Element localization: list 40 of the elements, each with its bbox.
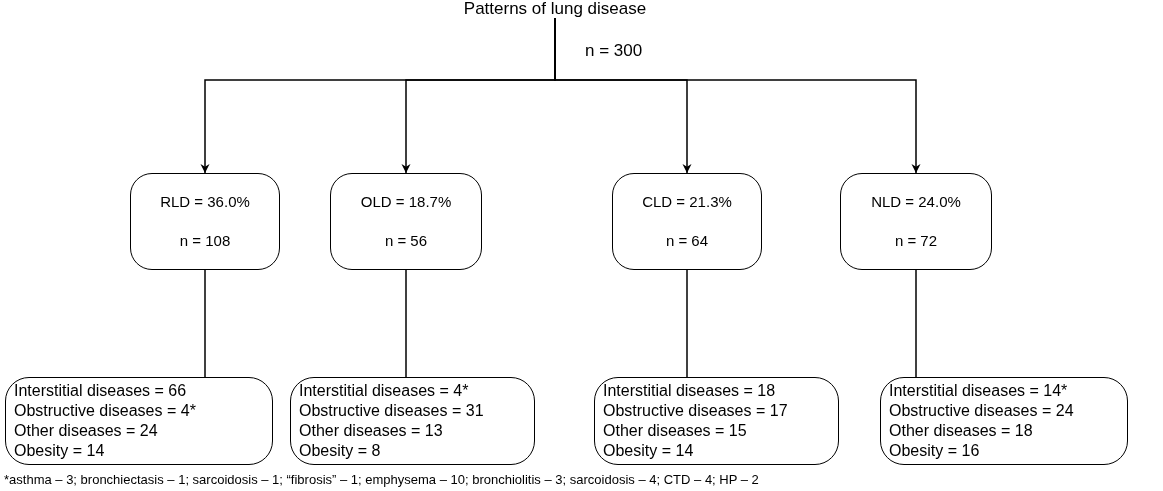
- count-text: n = 56: [384, 230, 428, 251]
- breakdown-text: Obesity = 14: [14, 441, 106, 461]
- category-box: [612, 173, 762, 270]
- count-text: n = 64: [665, 230, 709, 251]
- breakdown-text: Other diseases = 24: [14, 421, 159, 441]
- percentage-text: NLD = 24.0%: [871, 192, 961, 212]
- percentage-text: CLD = 21.3%: [642, 192, 732, 212]
- category-box: [330, 173, 482, 270]
- breakdown-text: Other diseases = 13: [299, 421, 444, 441]
- breakdown-text: Interstitial diseases = 14*: [889, 381, 1069, 401]
- breakdown-box: [880, 377, 1128, 465]
- arrow: [554, 17, 921, 174]
- connector-line: [204, 269, 206, 378]
- category-box: [130, 173, 280, 270]
- breakdown-text: Interstitial diseases = 4*: [299, 381, 470, 401]
- breakdown-text: Obstructive diseases = 24: [889, 401, 1075, 421]
- breakdown-text: Interstitial diseases = 66: [14, 381, 188, 401]
- breakdown-text: Obesity = 8: [299, 441, 382, 461]
- percentage-text: RLD = 36.0%: [160, 192, 250, 212]
- breakdown-box: [5, 377, 273, 465]
- breakdown-box: [594, 377, 839, 465]
- breakdown-text: Obstructive diseases = 4*: [14, 401, 197, 421]
- breakdown-box: [290, 377, 535, 465]
- count-text: n = 300: [585, 40, 643, 62]
- breakdown-text: Obstructive diseases = 31: [299, 401, 485, 421]
- count-text: n = 108: [179, 230, 231, 251]
- breakdown-text: Obstructive diseases = 17: [603, 401, 789, 421]
- footnote-text: *asthma – 3; bronchiectasis – 1; sarcoidosis – 1; “fibrosis” – 1; emphysema – 10; bronchiolitis – 3; sarcoidosis – 4; CTD – 4; HP – 2: [4, 471, 759, 489]
- connector-line: [686, 269, 688, 378]
- breakdown-text: Other diseases = 15: [603, 421, 748, 441]
- breakdown-text: Obesity = 14: [603, 441, 695, 461]
- connector-line: [915, 269, 917, 378]
- category-box: [840, 173, 992, 270]
- heading-text: Patterns of lung disease: [463, 0, 647, 21]
- connector-line: [405, 269, 407, 378]
- percentage-text: OLD = 18.7%: [360, 192, 452, 212]
- count-text: n = 72: [894, 230, 938, 251]
- breakdown-text: Interstitial diseases = 18: [603, 381, 777, 401]
- breakdown-text: Other diseases = 18: [889, 421, 1034, 441]
- breakdown-text: Obesity = 16: [889, 441, 981, 461]
